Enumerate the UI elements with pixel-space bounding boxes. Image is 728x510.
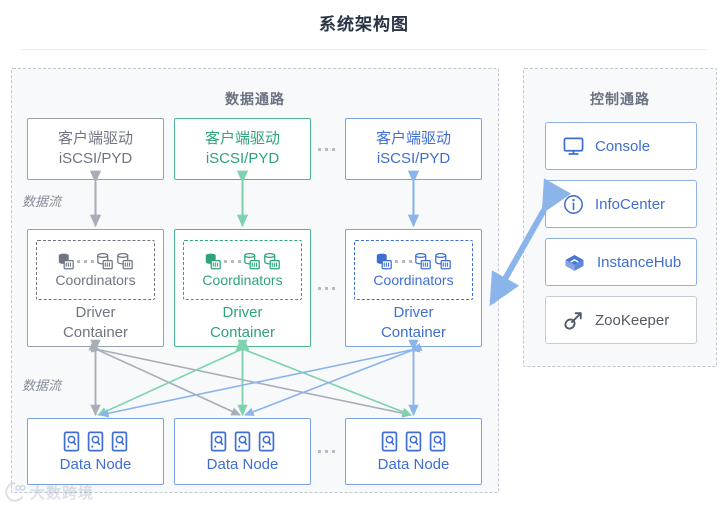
driver-container-label-3a: Driver [393, 304, 434, 321]
database-icon [415, 253, 431, 270]
coordinators-group-3: Coordinators [354, 240, 473, 300]
data-flow-label-bottom: 数据流 [22, 378, 62, 393]
control-item-label-console: Console [595, 137, 651, 155]
data-node-box-3[interactable]: Data Node [345, 418, 482, 485]
harddisk-icon [111, 431, 128, 451]
driver-container-label-1a: Driver [75, 304, 116, 321]
harddisk-icon [234, 431, 251, 451]
database-icon [376, 253, 392, 270]
monitor-icon [563, 137, 584, 155]
coordinator-inner-ellipsis-3 [395, 260, 412, 264]
driver-container-label-1b: Container [62, 323, 129, 341]
coordinator-icon-row-1 [57, 251, 134, 272]
driver-container-box-3[interactable]: Coordinators Driver Container [345, 229, 482, 347]
data-node-label-1: Data Node [59, 455, 132, 473]
data-node-label-2: Data Node [206, 455, 279, 473]
database-icon [435, 253, 451, 270]
control-item-console[interactable]: Console [545, 122, 697, 170]
data-node-icon-row-2 [210, 431, 275, 452]
coordinators-group-1: Coordinators [36, 240, 155, 300]
driver-container-label-2a: Driver [222, 304, 263, 321]
control-path-title: 控制通路 [590, 91, 650, 107]
shovel-icon [564, 311, 582, 330]
container-row-ellipsis [318, 287, 335, 290]
harddisk-icon [429, 431, 446, 451]
control-item-label-infocenter: InfoCenter [595, 195, 666, 213]
data-node-icon-row-1 [63, 431, 128, 452]
control-item-label-instancehub: InstanceHub [597, 253, 682, 271]
info-icon [564, 194, 583, 214]
driver-container-box-1[interactable]: Coordinators Driver Container [27, 229, 164, 347]
database-icon [205, 253, 221, 270]
data-node-box-1[interactable]: Data Node [27, 418, 164, 485]
client-driver-label-2a: 客户端驱动 [204, 130, 280, 148]
database-icon [117, 253, 133, 270]
client-driver-box-2[interactable]: 客户端驱动 iSCSI/PYD [174, 118, 311, 180]
harddisk-icon [405, 431, 422, 451]
client-driver-label-3a: 客户端驱动 [375, 130, 451, 148]
harddisk-icon [210, 431, 227, 451]
data-node-icon-row-3 [381, 431, 446, 452]
harddisk-icon [87, 431, 104, 451]
database-icon [97, 253, 113, 270]
coordinators-group-2: Coordinators [183, 240, 302, 300]
client-driver-box-3[interactable]: 客户端驱动 iSCSI/PYD [345, 118, 482, 180]
data-flow-label-top: 数据流 [22, 194, 62, 209]
data-node-box-2[interactable]: Data Node [174, 418, 311, 485]
coordinator-inner-ellipsis-2 [224, 260, 241, 264]
driver-container-label-3b: Container [380, 323, 447, 341]
control-item-label-zookeeper: ZooKeeper [595, 311, 670, 329]
database-icon [58, 253, 74, 270]
coordinators-label-1: Coordinators [55, 272, 136, 289]
driver-container-label-2b: Container [209, 323, 276, 341]
data-node-label-3: Data Node [377, 455, 450, 473]
title-divider [22, 49, 706, 50]
logo-icon [5, 482, 26, 502]
coordinators-label-3: Coordinators [373, 272, 454, 289]
client-driver-label-1a: 客户端驱动 [57, 130, 133, 148]
control-item-instancehub[interactable]: InstanceHub [545, 238, 697, 286]
page-title: 系统架构图 [319, 15, 409, 34]
coordinator-icon-row-3 [375, 251, 452, 272]
coordinator-icon-row-2 [204, 251, 281, 272]
control-item-infocenter[interactable]: InfoCenter [545, 180, 697, 228]
client-driver-box-1[interactable]: 客户端驱动 iSCSI/PYD [27, 118, 164, 180]
driver-container-box-2[interactable]: Coordinators Driver Container [174, 229, 311, 347]
database-icon [264, 253, 280, 270]
watermark-text: 大数跨境 [30, 484, 95, 502]
coordinators-label-2: Coordinators [202, 272, 283, 289]
harddisk-icon [381, 431, 398, 451]
client-driver-label-2b: iSCSI/PYD [205, 150, 280, 167]
harddisk-icon [258, 431, 275, 451]
client-row-ellipsis [318, 148, 335, 151]
data-path-title: 数据通路 [225, 91, 285, 107]
client-driver-label-3b: iSCSI/PYD [376, 150, 451, 167]
harddisk-icon [63, 431, 80, 451]
watermark: 大数跨境 [4, 481, 94, 503]
database-icon [244, 253, 260, 270]
client-driver-label-1b: iSCSI/PYD [58, 150, 133, 167]
coordinator-inner-ellipsis-1 [77, 260, 94, 264]
cube-icon [565, 254, 584, 271]
data-node-row-ellipsis [318, 450, 335, 453]
control-item-zookeeper[interactable]: ZooKeeper [545, 296, 697, 344]
